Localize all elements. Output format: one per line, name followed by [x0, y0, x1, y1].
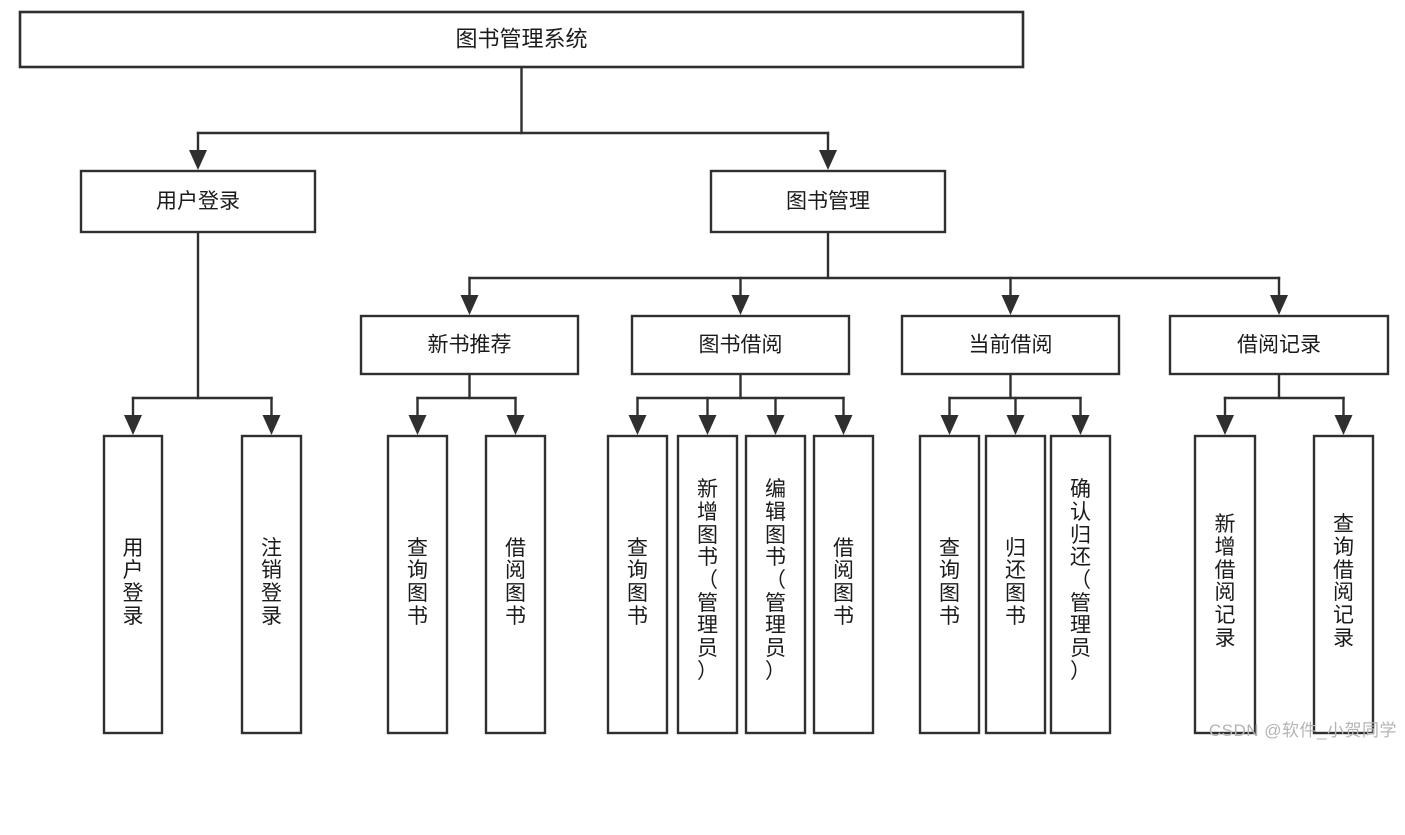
node-book-borrow-label: 图书借阅	[699, 334, 783, 357]
node-root-label: 图书管理系统	[455, 26, 587, 51]
arrow-head-icon	[124, 415, 142, 435]
arrow-head-icon	[460, 295, 479, 315]
node-leaf-confirm-return[interactable]	[1049, 434, 1112, 735]
node-book-manage[interactable]: 图书管理	[709, 169, 947, 234]
node-borrow-record-label: 借阅记录	[1237, 334, 1321, 357]
node-book-borrow[interactable]: 图书借阅	[630, 314, 851, 376]
node-leaf-logout[interactable]	[240, 434, 303, 735]
node-leaf-add-record[interactable]	[1193, 434, 1257, 735]
node-leaf-confirm-return-box	[1049, 434, 1112, 735]
arrow-head-icon	[834, 415, 853, 435]
node-root-box	[18, 10, 1025, 69]
arrow-head-icon	[940, 415, 959, 435]
node-book-manage-label: 图书管理	[786, 190, 870, 213]
connector-layer	[124, 65, 1353, 435]
node-book-borrow-box	[630, 314, 851, 376]
edge-root-to-level2	[189, 65, 837, 170]
node-book-manage-box	[709, 169, 947, 234]
arrow-head-icon	[698, 415, 717, 435]
edge-currentborrow-to-leaves	[940, 372, 1090, 435]
flowchart-canvas: 图书管理系统用户登录图书管理新书推荐图书借阅当前借阅借阅记录 用户登录注销登录查…	[18, 10, 1390, 735]
node-new-book-rec[interactable]: 新书推荐	[359, 314, 580, 376]
csdn-watermark: CSDN @软件_小贺同学	[1208, 721, 1397, 740]
node-leaf-edit-book-box	[744, 434, 807, 735]
node-new-book-rec-box	[359, 314, 580, 376]
node-borrow-record[interactable]: 借阅记录	[1168, 314, 1390, 376]
node-leaf-edit-book[interactable]	[744, 434, 807, 735]
node-leaf-return-book[interactable]	[984, 434, 1047, 735]
node-user-login-box	[79, 169, 317, 234]
node-leaf-query-book-rec-box	[386, 434, 449, 735]
node-new-book-rec-label: 新书推荐	[428, 334, 512, 357]
node-current-borrow-label: 当前借阅	[969, 334, 1053, 357]
arrow-head-icon	[1270, 295, 1288, 315]
arrow-head-icon	[1071, 415, 1090, 435]
node-leaf-query-book-borrow-box	[606, 434, 669, 735]
node-leaf-user-login-box	[102, 434, 164, 735]
edge-newbookrec-to-leaves	[408, 372, 525, 435]
node-leaf-query-record-box	[1312, 434, 1375, 735]
node-leaf-query-record[interactable]	[1312, 434, 1375, 735]
arrow-head-icon	[262, 415, 281, 435]
arrow-head-icon	[408, 415, 427, 435]
edge-userlogin-to-leaves	[124, 230, 281, 435]
node-leaf-add-record-box	[1193, 434, 1257, 735]
node-leaf-query-book-cur[interactable]	[918, 434, 981, 735]
arrow-head-icon	[1006, 415, 1025, 435]
node-leaf-borrow-book[interactable]	[812, 434, 875, 735]
arrow-head-icon	[766, 415, 785, 435]
node-leaf-borrow-book-rec[interactable]	[484, 434, 547, 735]
arrow-head-icon	[1001, 295, 1020, 315]
node-user-login[interactable]: 用户登录	[79, 169, 317, 234]
arrow-head-icon	[506, 415, 525, 435]
arrow-head-icon	[1216, 415, 1234, 435]
node-current-borrow-box	[900, 314, 1121, 376]
arrow-head-icon	[819, 150, 837, 170]
node-leaf-borrow-book-rec-box	[484, 434, 547, 735]
arrow-head-icon	[628, 415, 647, 435]
node-borrow-record-box	[1168, 314, 1390, 376]
node-leaf-query-book-cur-box	[918, 434, 981, 735]
node-current-borrow[interactable]: 当前借阅	[900, 314, 1121, 376]
arrow-head-icon	[1334, 415, 1353, 435]
node-leaf-query-book-borrow[interactable]	[606, 434, 669, 735]
node-leaf-add-book[interactable]	[676, 434, 739, 735]
node-leaf-user-login[interactable]	[102, 434, 164, 735]
edge-borrowrecord-to-leaves	[1216, 372, 1353, 435]
node-leaf-query-book-rec[interactable]	[386, 434, 449, 735]
arrow-head-icon	[731, 295, 750, 315]
node-root[interactable]: 图书管理系统	[18, 10, 1025, 69]
node-leaf-return-book-box	[984, 434, 1047, 735]
edge-bookborrow-to-leaves	[628, 372, 853, 435]
node-leaf-add-book-box	[676, 434, 739, 735]
node-leaf-logout-box	[240, 434, 303, 735]
edge-bookmanage-to-level3	[460, 230, 1288, 315]
node-leaf-borrow-book-box	[812, 434, 875, 735]
arrow-head-icon	[189, 150, 207, 170]
node-user-login-label: 用户登录	[156, 190, 240, 213]
